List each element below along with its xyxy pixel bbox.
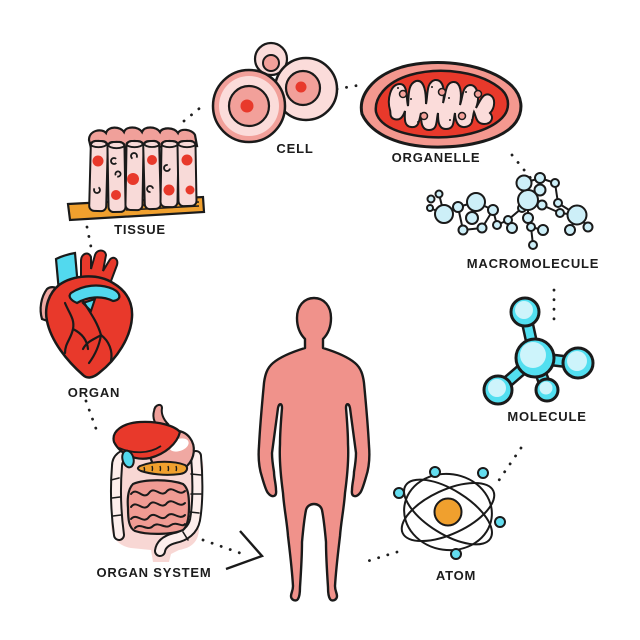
tissue-label: TISSUE bbox=[114, 222, 166, 237]
atom-illustration bbox=[393, 466, 506, 560]
pancreas bbox=[136, 460, 189, 476]
human-silhouette bbox=[257, 296, 371, 602]
molecule-spheres bbox=[482, 296, 595, 406]
connector-organ-organsystem bbox=[84, 399, 101, 439]
pancreas-texture bbox=[143, 465, 178, 473]
organelle-marks bbox=[93, 152, 171, 194]
atom-nucleus bbox=[433, 497, 463, 527]
cell-label: CELL bbox=[276, 141, 314, 156]
organ-figure bbox=[25, 245, 150, 390]
organ-system-label: ORGAN SYSTEM bbox=[96, 565, 212, 580]
gallbladder bbox=[121, 449, 135, 469]
molecule-figure bbox=[468, 292, 613, 407]
digestive-organ-system-illustration bbox=[109, 403, 204, 562]
organ-system-figure bbox=[95, 398, 213, 566]
organelle-figure bbox=[354, 54, 526, 154]
heart-organ-illustration bbox=[39, 249, 134, 379]
tissue-figure bbox=[64, 118, 214, 228]
human-body-illustration bbox=[257, 296, 371, 602]
tissue-columns bbox=[88, 139, 198, 214]
molecule-illustration bbox=[482, 296, 595, 406]
coronary-arteries bbox=[63, 299, 113, 365]
small-intestine-coils bbox=[130, 488, 186, 529]
macromolecule-figure bbox=[425, 165, 630, 260]
connector-cell-organelle bbox=[335, 83, 362, 91]
cell-nuclei bbox=[92, 154, 195, 200]
liver bbox=[112, 420, 182, 460]
pulmonary-artery bbox=[68, 284, 121, 305]
macromolecule-illustration bbox=[426, 172, 594, 250]
aorta bbox=[80, 249, 119, 285]
connector-molecule-atom bbox=[493, 446, 523, 488]
human-body-figure bbox=[252, 296, 376, 608]
electron-orbits bbox=[400, 472, 496, 552]
cell-illustration bbox=[211, 41, 339, 144]
organ-label: ORGAN bbox=[67, 385, 121, 400]
mitochondrion-organelle-illustration bbox=[359, 61, 523, 149]
cell-figure bbox=[196, 36, 366, 156]
molecule-label: MOLECULE bbox=[507, 409, 587, 424]
atom-figure bbox=[390, 448, 520, 573]
atom-label: ATOM bbox=[435, 568, 477, 583]
column-top-rims bbox=[89, 139, 197, 150]
macromolecule-label: MACROMOLECULE bbox=[466, 256, 600, 271]
liver-lobe-line bbox=[118, 445, 162, 454]
chevron-arrow-icon bbox=[225, 530, 265, 571]
organelle-label: ORGANELLE bbox=[391, 150, 481, 165]
epithelial-tissue-illustration bbox=[66, 126, 206, 222]
electrons bbox=[393, 466, 506, 560]
connector-organsystem-arrow bbox=[201, 538, 242, 555]
